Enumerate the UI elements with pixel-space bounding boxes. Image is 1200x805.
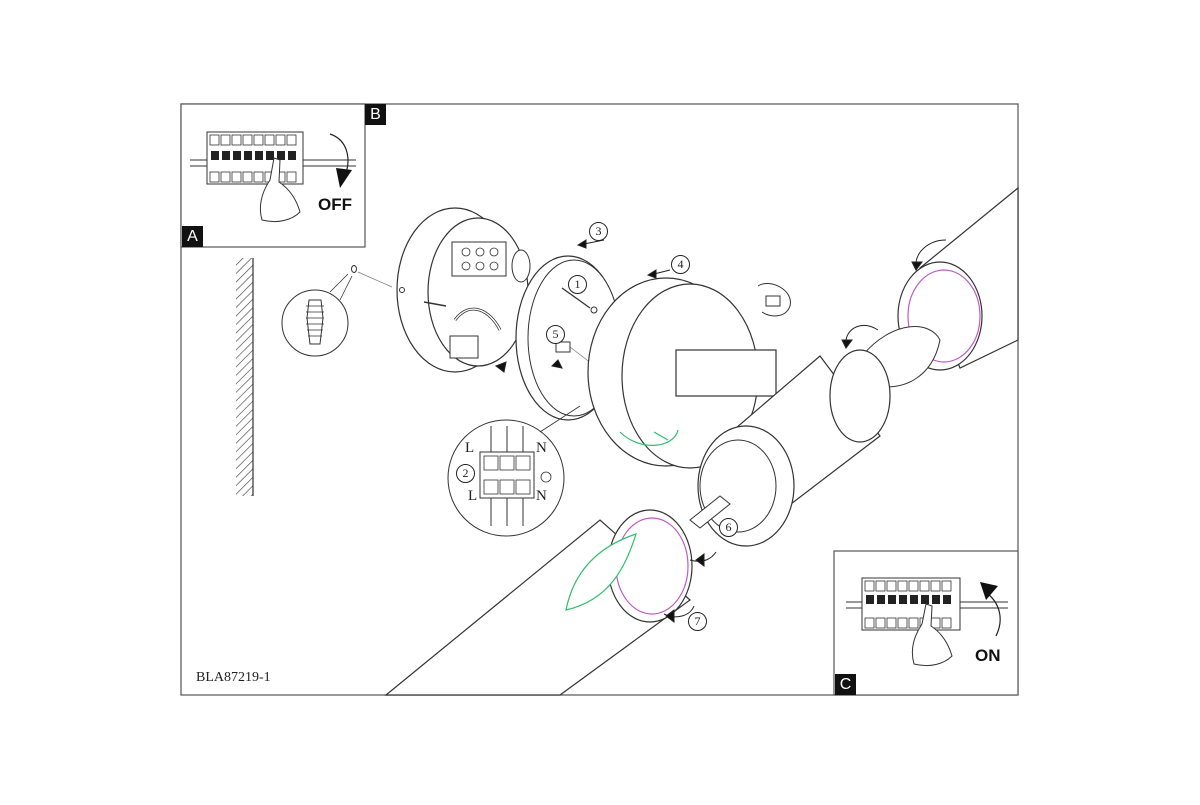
panel-label-a: A [182, 226, 203, 247]
step-7-marker: 7 [688, 612, 707, 631]
terminal-live-top: L [465, 440, 475, 456]
wall-plate [587, 277, 777, 469]
terminal-neutral-top: N [536, 440, 547, 456]
step-3-marker: 3 [589, 222, 608, 241]
inset-c-breaker-on [833, 550, 1019, 696]
fixing-screw [757, 283, 791, 317]
switch-off-label: OFF [318, 195, 352, 214]
upper-tube [861, 186, 1019, 388]
wall-plug-callout [281, 265, 393, 357]
lower-tube [384, 495, 731, 696]
step-2-marker: 2 [456, 464, 475, 483]
panel-label-b: B [365, 104, 386, 125]
wiring-callout [447, 405, 581, 537]
terminal-live-bottom: L [468, 488, 478, 504]
terminal-neutral-bottom: N [536, 488, 547, 504]
wall-section [236, 258, 254, 496]
step-5-marker: 5 [546, 325, 565, 344]
model-code: BLA87219-1 [196, 670, 271, 685]
inset-b-breaker-off [180, 103, 366, 248]
motion-arrows [494, 239, 947, 623]
mounting-box [396, 207, 531, 373]
lamp-body [697, 349, 891, 547]
step-6-marker: 6 [719, 518, 738, 537]
step-1-marker: 1 [568, 275, 587, 294]
panel-label-c: C [835, 674, 856, 695]
main-frame [180, 103, 1019, 696]
switch-on-label: ON [975, 646, 1001, 665]
step-4-marker: 4 [671, 255, 690, 274]
